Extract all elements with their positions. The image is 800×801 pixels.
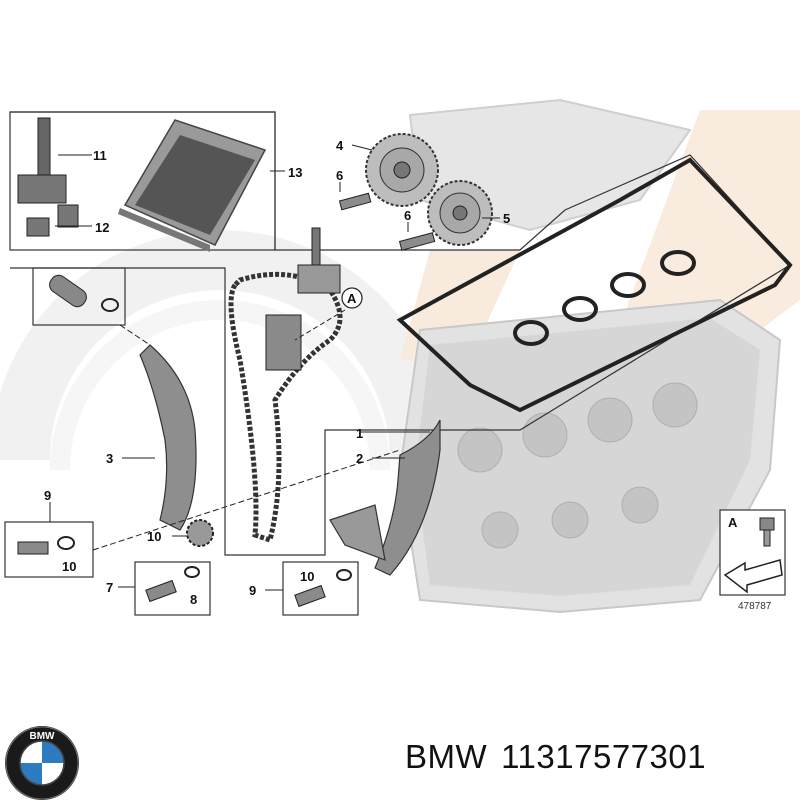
- part-number: 11317577301: [501, 738, 707, 775]
- tensioner-plunger-illustration: [49, 274, 119, 312]
- seal-rings: [513, 250, 696, 346]
- bmw-logo-letters: BMW: [30, 731, 56, 742]
- camshaft-adjuster-4: [365, 133, 439, 207]
- bolts-6: [338, 192, 436, 251]
- callout-6-bottom: 6: [404, 208, 411, 223]
- brand-name: BMW: [405, 738, 488, 775]
- detail-a-bolt-shank: [763, 529, 771, 547]
- tool-11-illustration: [17, 117, 67, 204]
- guide-rail-3: [139, 344, 197, 531]
- callout-9-left: 9: [44, 488, 51, 503]
- tool-12-illustration: [26, 204, 79, 237]
- tensioner-plunger-frame: [32, 267, 126, 326]
- callout-13: 13: [288, 165, 302, 180]
- bolt-kit-frame-7: [134, 561, 211, 616]
- callout-12: 12: [95, 220, 109, 235]
- detail-a-box-label: A: [728, 515, 738, 530]
- tensioning-rail-2: [374, 419, 441, 576]
- ring-8: [184, 566, 200, 578]
- bolt-9-left: [17, 541, 49, 555]
- callout-11: 11: [93, 148, 107, 163]
- callout-10-right: 10: [300, 569, 314, 584]
- callout-7: 7: [106, 580, 113, 595]
- callout-6-top: 6: [336, 168, 343, 183]
- tool-kit-case-illustration: [118, 119, 267, 252]
- camshaft-adjuster-5: [427, 180, 493, 246]
- part-caption: BMW 11317577301: [405, 738, 720, 776]
- callout-10-left: 10: [62, 559, 76, 574]
- callout-9-right: 9: [249, 583, 256, 598]
- tool-kit-frame: [9, 111, 276, 251]
- cover-gasket: [396, 157, 793, 413]
- ring-10-right: [336, 569, 352, 581]
- bmw-logo: BMW: [5, 726, 79, 800]
- locking-tool-illustration: [265, 227, 341, 371]
- callout-4: 4: [336, 138, 344, 153]
- callout-a-marker: A: [347, 291, 357, 306]
- detail-a-marker: [341, 287, 363, 309]
- callout-3: 3: [106, 451, 113, 466]
- sprocket-10: [186, 519, 214, 547]
- callout-5: 5: [503, 211, 510, 226]
- bolt-9-right: [294, 584, 326, 608]
- leader-lines: [49, 144, 500, 591]
- figure-number: 478787: [738, 601, 772, 612]
- bracket-1: [329, 504, 386, 561]
- bolt-kit-frame-9-right: [282, 561, 359, 616]
- detail-a-arrow: [723, 559, 783, 594]
- bolt-7: [145, 579, 177, 603]
- callout-10-sprocket: 10: [147, 529, 161, 544]
- cylinder-head-illustration: [398, 298, 782, 614]
- callout-2: 2: [356, 451, 363, 466]
- callout-8: 8: [190, 592, 197, 607]
- ring-10-left: [57, 536, 75, 550]
- detail-a-bolt-head: [759, 517, 775, 531]
- callout-1: 1: [356, 426, 363, 441]
